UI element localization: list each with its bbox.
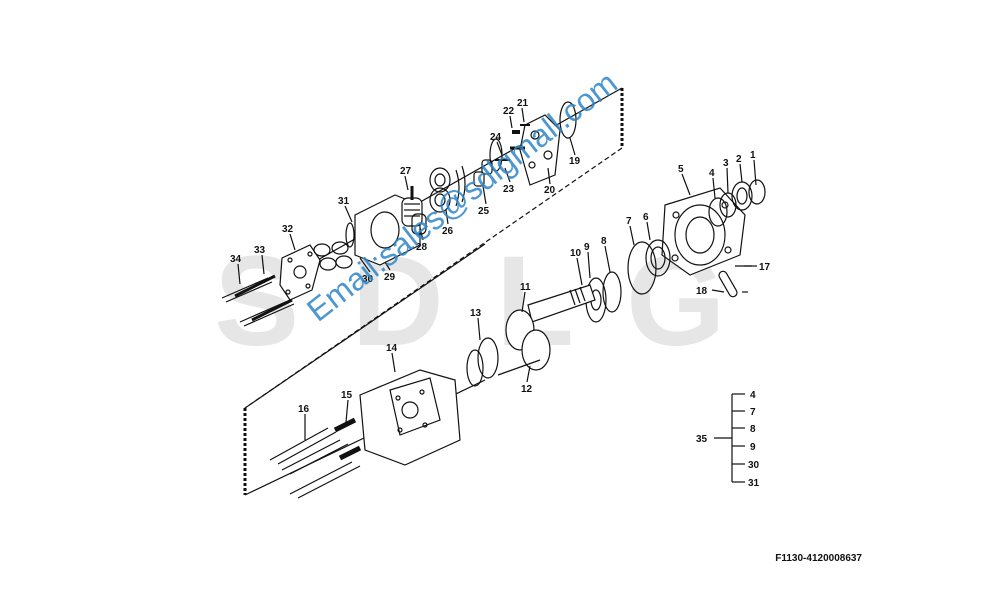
callout-34: 34	[230, 254, 242, 265]
callout-31: 31	[338, 196, 350, 207]
callout-16: 16	[298, 404, 310, 415]
kit-item-30: 30	[748, 460, 760, 471]
callout-21: 21	[517, 98, 529, 109]
callout-1: 1	[750, 150, 756, 161]
kit-item-8: 8	[750, 424, 756, 435]
kit-item-4: 4	[750, 390, 756, 401]
callout-28: 28	[416, 242, 428, 253]
kit-item-31: 31	[748, 478, 760, 489]
callout-18: 18	[696, 286, 708, 297]
callout-32: 32	[282, 224, 294, 235]
callout-8: 8	[601, 236, 607, 247]
callout-9: 9	[584, 242, 590, 253]
callout-11: 11	[520, 282, 531, 293]
callout-2: 2	[736, 154, 742, 165]
callout-33: 33	[254, 245, 266, 256]
callout-26: 26	[442, 226, 454, 237]
callout-14: 14	[386, 343, 398, 354]
callout-19: 19	[569, 156, 581, 167]
callout-20: 20	[544, 185, 556, 196]
callout-15: 15	[341, 390, 353, 401]
callout-27: 27	[400, 166, 412, 177]
callout-4: 4	[709, 168, 715, 179]
kit-item-9: 9	[750, 442, 756, 453]
kit-label: 35	[696, 434, 708, 445]
callout-3: 3	[723, 158, 729, 169]
drawing-number: F1130-4120008637	[775, 553, 862, 564]
callout-13: 13	[470, 308, 482, 319]
callout-6: 6	[643, 212, 649, 223]
kit-item-7: 7	[750, 407, 756, 418]
callout-5: 5	[678, 164, 684, 175]
callout-12: 12	[521, 384, 533, 395]
callout-25: 25	[478, 206, 490, 217]
callout-7: 7	[626, 216, 632, 227]
callout-10: 10	[570, 248, 582, 259]
callout-17: 17	[759, 262, 771, 273]
callout-30: 30	[362, 274, 374, 285]
callout-22: 22	[503, 106, 515, 117]
callout-24: 24	[490, 132, 502, 143]
callout-23: 23	[503, 184, 515, 195]
callout-29: 29	[384, 272, 396, 283]
